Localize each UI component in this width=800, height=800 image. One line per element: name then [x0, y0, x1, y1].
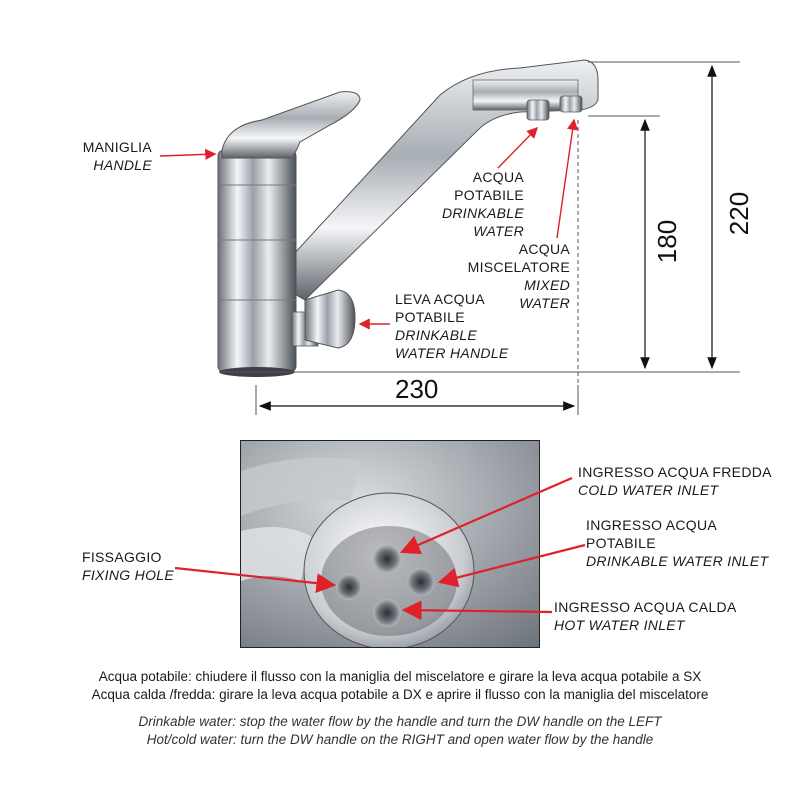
instruction-en-2: Hot/cold water: turn the DW handle on th…	[146, 732, 654, 747]
instructions-english: Drinkable water: stop the water flow by …	[0, 713, 800, 749]
hot-water-inlet-label: INGRESSO ACQUA CALDA HOT WATER INLET	[554, 599, 737, 633]
hot-water-inlet	[373, 599, 401, 627]
mixed-water-outlet-label: ACQUA MISCELATORE MIXED WATER	[467, 241, 570, 311]
handle-label: MANIGLIA HANDLE	[82, 139, 152, 173]
height-outlet-dimension-value: 180	[652, 219, 683, 264]
instruction-en-1: Drinkable water: stop the water flow by …	[138, 714, 662, 729]
pointer-arrows	[159, 118, 579, 330]
faucet-body	[217, 149, 297, 377]
instruction-it-2: Acqua calda /fredda: girare la leva acqu…	[91, 687, 709, 702]
drinking-water-outlet-label: ACQUA POTABILE DRINKABLE WATER	[441, 169, 524, 239]
fixing-hole	[336, 574, 362, 600]
cold-water-inlet	[373, 545, 401, 573]
spout	[269, 59, 599, 301]
inlet-photo	[240, 440, 540, 648]
faucet-diagram	[159, 59, 740, 415]
fixing-hole-label: FISSAGGIO FIXING HOLE	[82, 549, 174, 583]
drinking-water-inlet-label: INGRESSO ACQUA POTABILE DRINKABLE WATER …	[586, 517, 769, 569]
height-total-dimension-value: 220	[724, 191, 755, 236]
instructions-italian: Acqua potabile: chiudere il flusso con l…	[0, 668, 800, 704]
drinking-water-lever-label: LEVA ACQUA POTABILE DRINKABLE WATER HAND…	[395, 291, 509, 361]
handle	[221, 91, 361, 159]
width-dimension-value: 230	[395, 374, 439, 404]
drinking-water-inlet	[407, 568, 435, 596]
cold-water-inlet-label: INGRESSO ACQUA FREDDA COLD WATER INLET	[578, 464, 772, 498]
dimension-lines	[220, 61, 740, 415]
instruction-it-1: Acqua potabile: chiudere il flusso con l…	[98, 669, 702, 684]
drinking-water-lever	[291, 289, 356, 349]
